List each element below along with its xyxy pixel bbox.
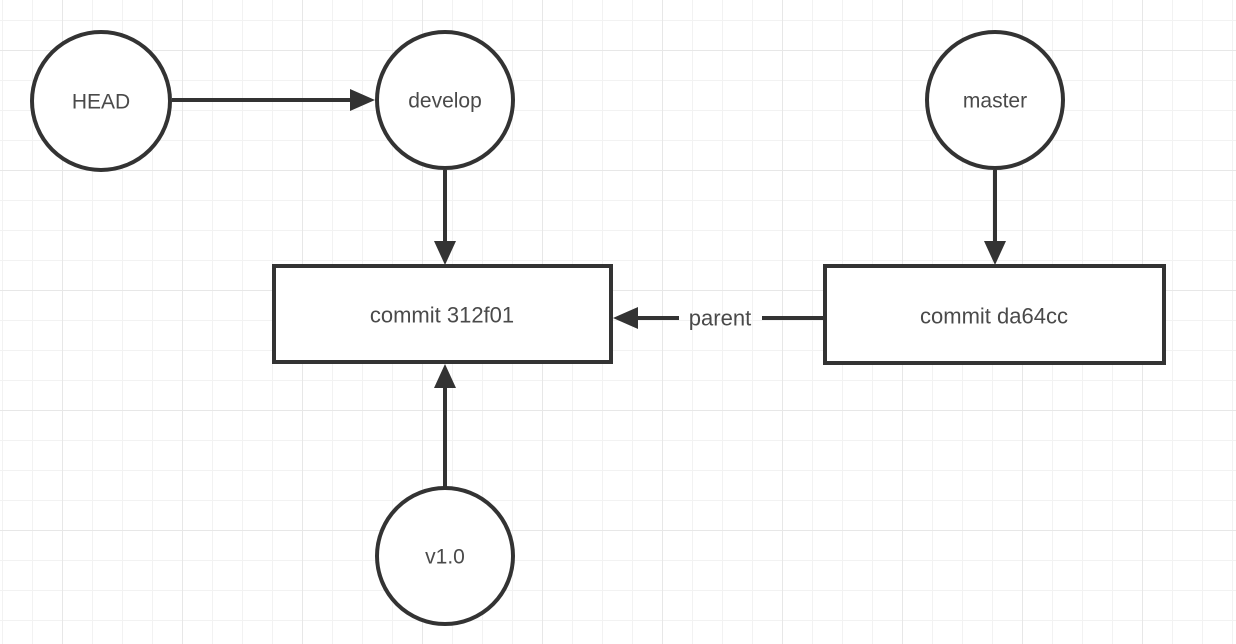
node-master-shape — [925, 30, 1065, 170]
node-commit-312f01-label: commit 312f01 — [370, 303, 514, 328]
node-master: master — [925, 30, 1065, 170]
edge-commit-da64cc-commit-312f01: parent — [613, 306, 825, 331]
node-v1-0-label: v1.0 — [425, 545, 465, 568]
node-head-label: HEAD — [72, 90, 130, 113]
node-commit-da64cc: commit da64cc — [823, 264, 1166, 365]
edge-v1-0-commit-312f01 — [434, 364, 456, 487]
edge-head-develop — [172, 89, 375, 111]
edge-develop-commit-arrowhead — [434, 241, 456, 265]
edge-v1-0-commit-arrowhead — [434, 364, 456, 388]
node-commit-da64cc-label: commit da64cc — [920, 304, 1068, 329]
edge-head-develop-arrowhead — [350, 89, 375, 111]
edge-parent-arrowhead — [613, 307, 638, 329]
node-v1-0: v1.0 — [375, 486, 515, 626]
edge-parent-label: parent — [689, 306, 751, 331]
node-commit-312f01-shape — [272, 264, 613, 364]
node-develop-shape — [375, 30, 515, 170]
node-develop: develop — [375, 30, 515, 170]
node-master-label: master — [963, 89, 1027, 112]
node-commit-da64cc-shape — [823, 264, 1166, 365]
node-head-shape — [30, 30, 172, 172]
edge-develop-commit-312f01 — [434, 170, 456, 265]
edge-master-commit-da64cc — [984, 170, 1006, 265]
node-v1-0-shape — [375, 486, 515, 626]
node-commit-312f01: commit 312f01 — [272, 264, 613, 364]
node-develop-label: develop — [408, 89, 482, 112]
node-head: HEAD — [30, 30, 172, 172]
edge-master-commit-arrowhead — [984, 241, 1006, 265]
